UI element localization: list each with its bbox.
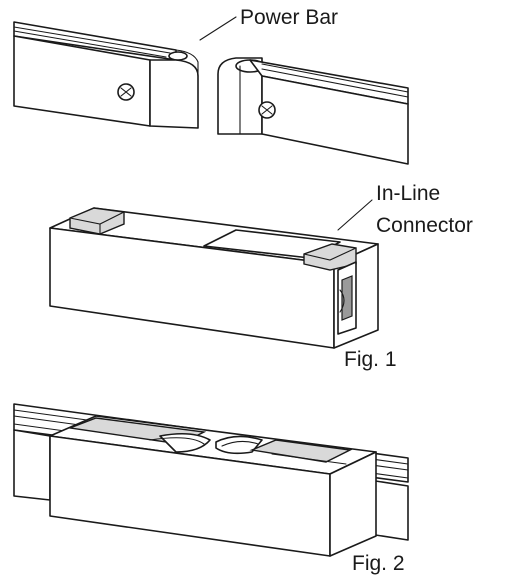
in-line-label-line1: In-Line [376, 182, 440, 205]
fig1-label: Fig. 1 [344, 348, 397, 371]
fig2-label: Fig. 2 [352, 552, 405, 575]
power-bar-label: Power Bar [240, 6, 338, 29]
assembled-connector [49, 415, 377, 557]
in-line-connector [49, 207, 379, 349]
power-bar-left [13, 21, 199, 129]
in-line-leader [337, 199, 373, 231]
power-bar-leader [199, 16, 237, 41]
in-line-label-line2: Connector [376, 214, 473, 237]
power-bar-right [217, 57, 409, 165]
